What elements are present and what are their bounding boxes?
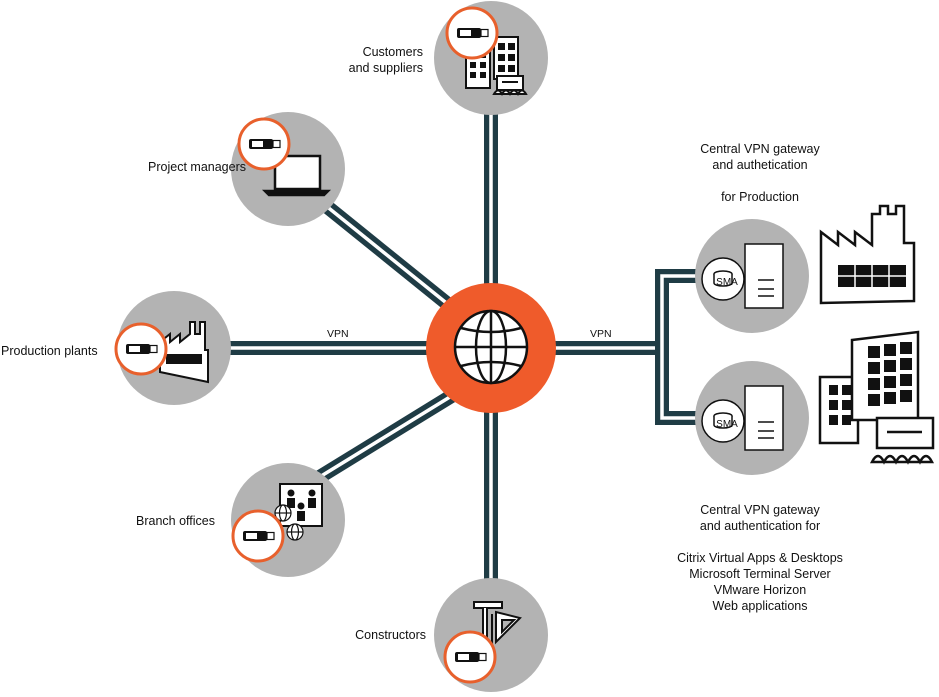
usb-token-icon [125,343,158,355]
label-vpn-left: VPN [327,328,349,340]
usb-token-badge [445,6,499,60]
gateway-office-service: Citrix Virtual Apps & Desktops [677,551,843,565]
usb-token-badge [114,322,168,376]
factory-icon [819,204,916,305]
laptop-icon [261,154,332,197]
usb-token-badge [231,509,285,563]
node-branch-offices [231,463,345,577]
label-constructors: Constructors [355,628,426,642]
gateway-production-line1: Central VPN gateway [700,142,820,156]
gateway-office-service: Web applications [712,599,808,613]
factory-icon [159,321,209,384]
label-production-plants: Production plants [1,344,98,358]
label-project-managers: Project managers [148,160,246,174]
server-icon [701,385,784,451]
gateway-office-service: VMware Horizon [713,583,807,597]
links [225,105,700,585]
sma-label: SMA [716,277,738,288]
office-building-icon [818,330,935,465]
usb-token-badge [443,630,497,684]
gateway-production-line3: for Production [721,190,799,204]
link-project-managers [320,199,470,324]
usb-token-icon [248,138,281,150]
gateway-office-line1: Central VPN gateway [700,503,820,517]
label-vpn-right: VPN [590,328,612,340]
server-icon [701,243,784,309]
link-branch-offices [314,386,462,484]
gateway-production: SMA [695,219,809,333]
usb-token-icon [456,27,489,39]
usb-token-icon [242,530,275,542]
node-project-managers [231,112,345,226]
usb-token-badge [237,117,291,171]
label-gateway-production: Central VPN gateway and authetication fo… [650,141,870,205]
globe-icon [274,504,304,541]
label-branch-offices: Branch offices [136,514,215,528]
gateway-office-service: Microsoft Terminal Server [689,567,831,581]
node-constructors [434,578,548,692]
gateway-office: SMA [695,361,809,475]
label-customers: Customers and suppliers [300,44,423,76]
usb-token-icon [454,651,487,663]
label-customers-line2: and suppliers [348,61,423,75]
node-customers [434,1,548,115]
sma-label: SMA [716,419,738,430]
link-gateways [552,269,700,425]
node-production-plants [114,291,231,405]
label-customers-line1: Customers [362,45,423,59]
gateway-office-line2: and authentication for [699,519,821,533]
hub [426,283,556,413]
gateway-production-line2: and authetication [712,158,808,172]
label-gateway-office: Central VPN gateway and authentication f… [650,502,870,614]
globe-icon [453,309,529,385]
